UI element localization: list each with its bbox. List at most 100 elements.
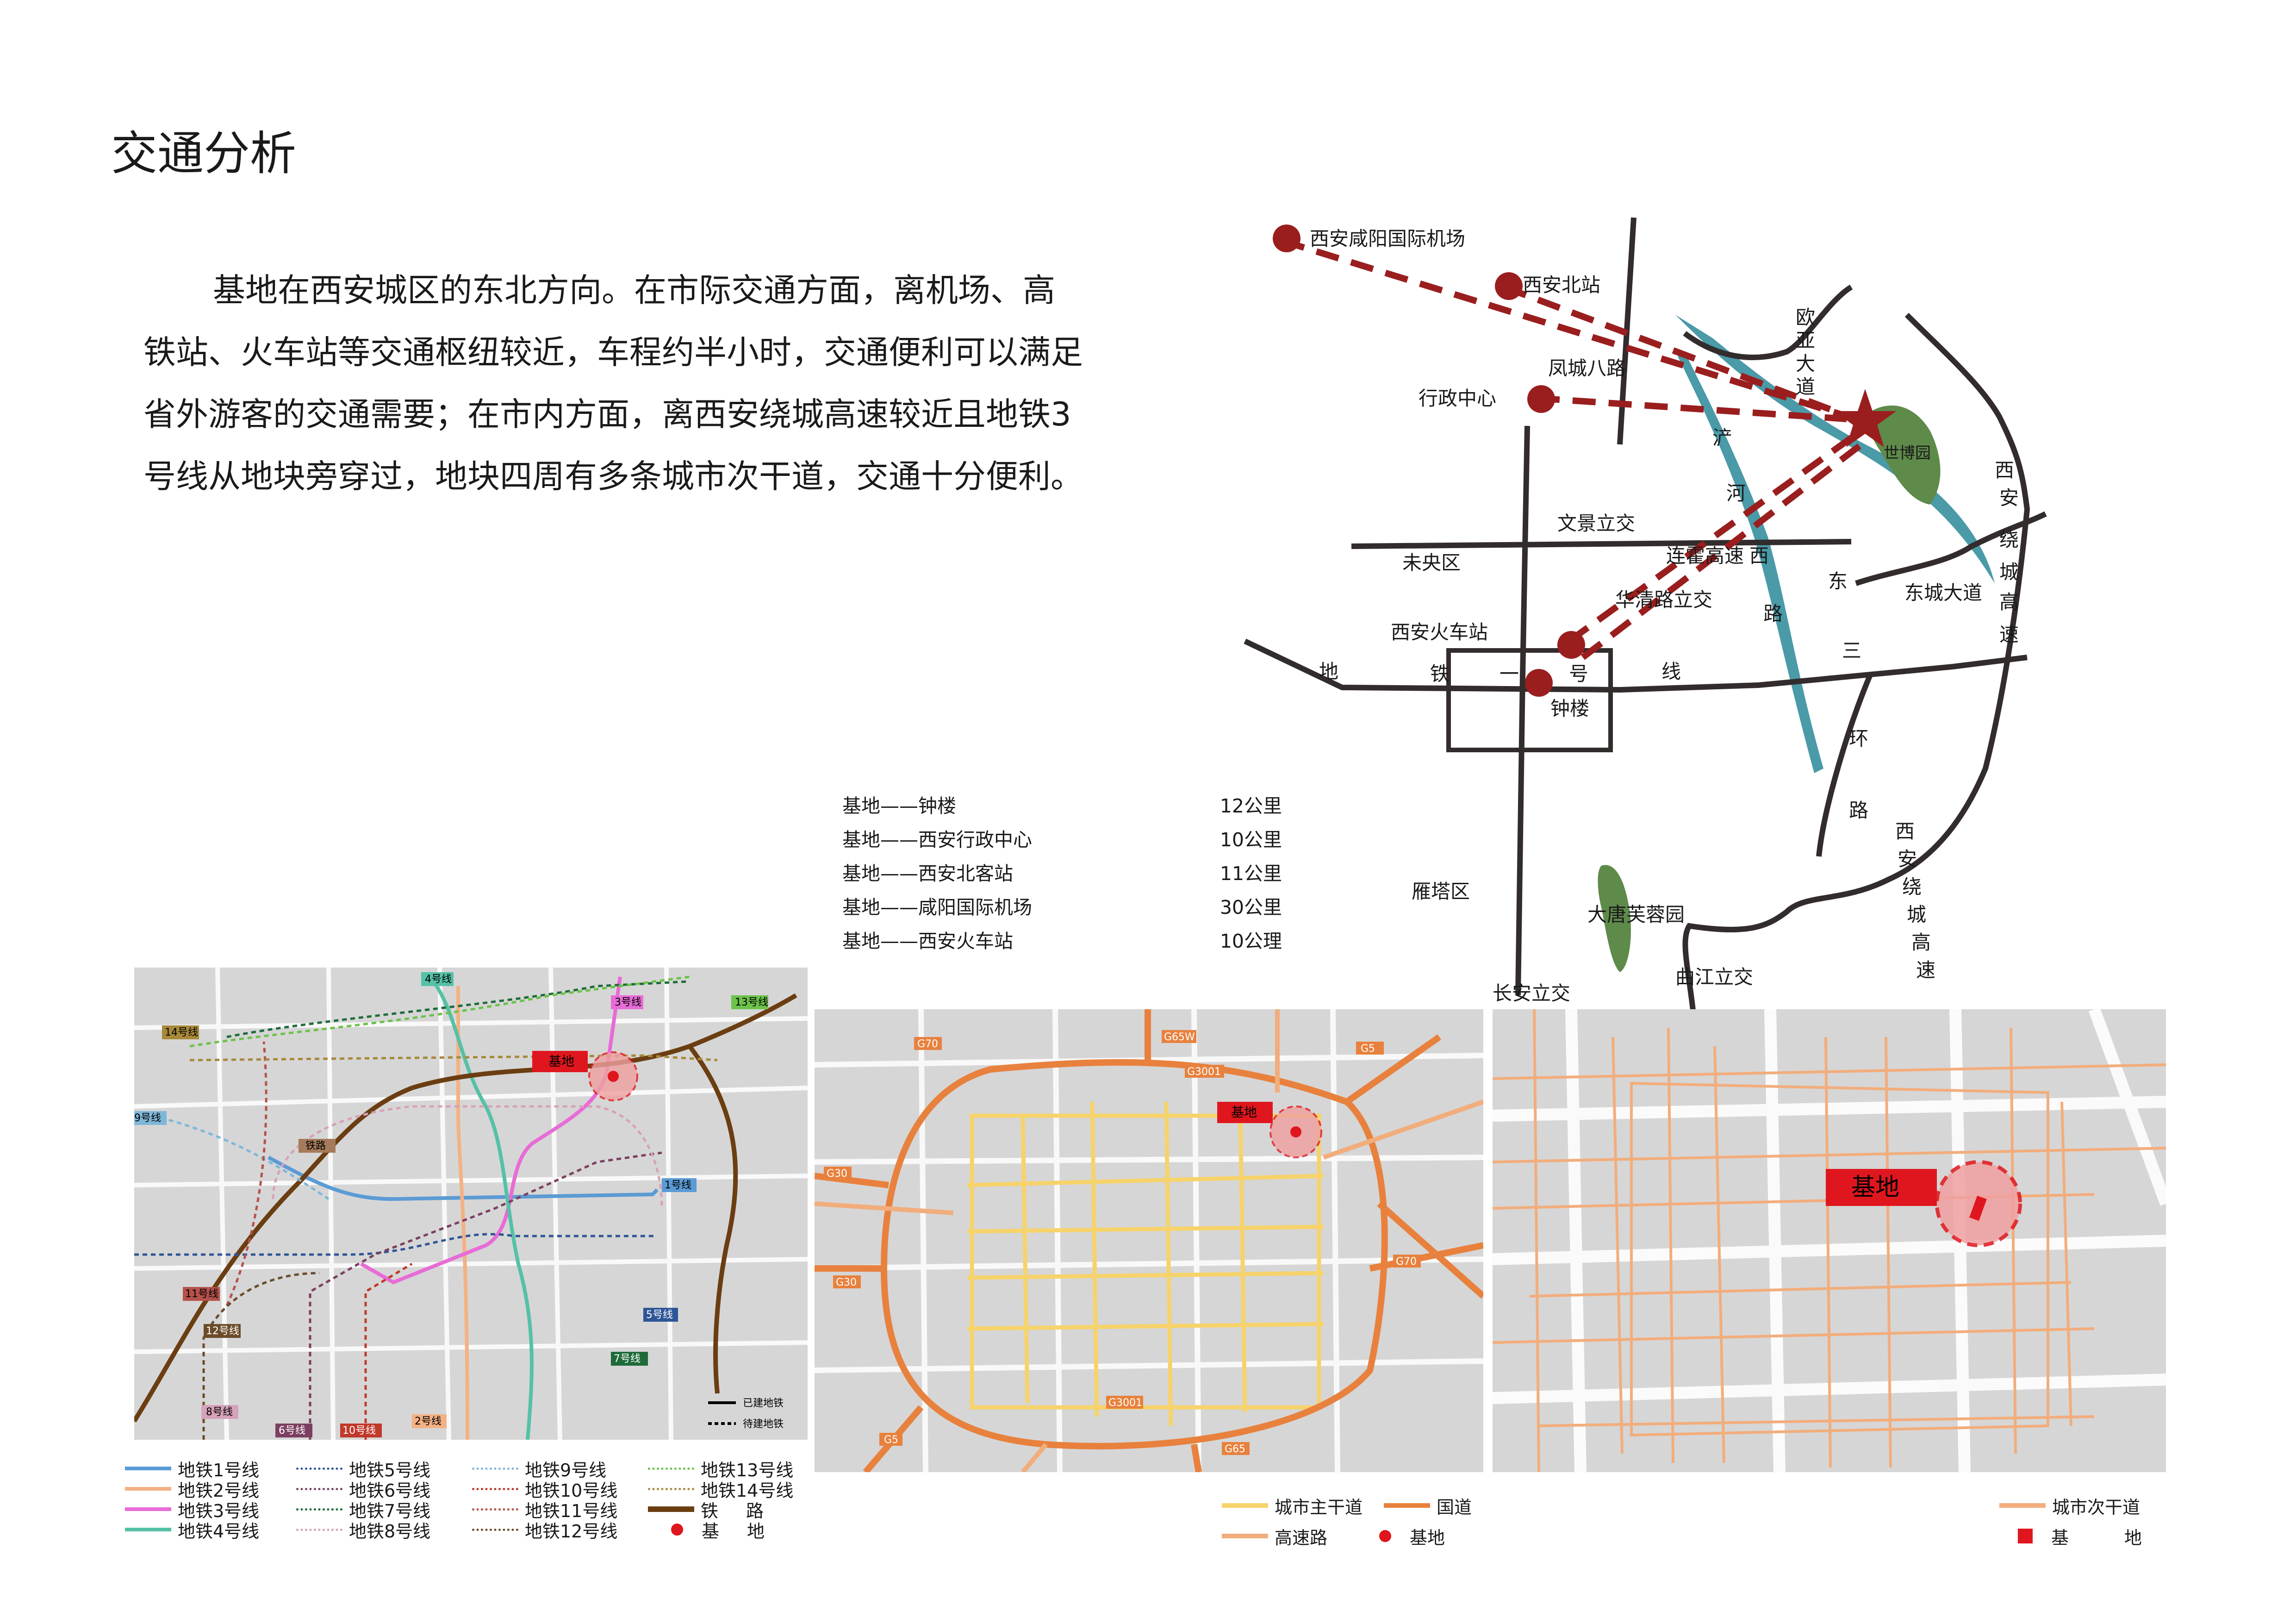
site-star-icon bbox=[1834, 389, 1896, 447]
route-train-station-a bbox=[1567, 430, 1860, 644]
hub-admin bbox=[1527, 385, 1555, 413]
metro-line-7 bbox=[226, 980, 690, 1038]
road-ouya bbox=[1683, 284, 1853, 360]
distance-value: 12公里 bbox=[1220, 794, 1282, 817]
ring-right-char: 速 bbox=[1999, 623, 2019, 646]
ring-bottom-char: 绕 bbox=[1902, 875, 1922, 898]
legend-item: 地铁5号线 bbox=[296, 1458, 430, 1480]
site-dot bbox=[608, 1071, 619, 1082]
chan-char: 西 bbox=[1749, 544, 1769, 567]
metro-char: 地 bbox=[1319, 660, 1338, 683]
label-train-station: 西安火车站 bbox=[1391, 621, 1488, 643]
road-shield: G70 bbox=[1396, 1256, 1417, 1268]
route-north-station bbox=[1503, 284, 1857, 422]
ring-bottom-char: 西 bbox=[1895, 820, 1915, 843]
ring-right-char: 城 bbox=[1999, 561, 2019, 583]
metro-line-12 bbox=[202, 1272, 320, 1440]
ring-right-char: 西 bbox=[1995, 459, 2014, 481]
site-tag-label: 基地 bbox=[1231, 1105, 1257, 1120]
road-dongcheng bbox=[1855, 511, 2047, 586]
hub-airport bbox=[1273, 225, 1300, 252]
legend-item: 地铁2号线 bbox=[125, 1479, 259, 1501]
ring-bottom-char: 速 bbox=[1916, 959, 1935, 981]
line-tag: 9号线 bbox=[134, 1112, 161, 1124]
ouya-char: 欧 bbox=[1796, 306, 1815, 329]
label-qujiang: 曲江立交 bbox=[1675, 966, 1753, 988]
road-shield: G65W bbox=[1164, 1031, 1195, 1043]
line-tag: 14号线 bbox=[165, 1027, 198, 1038]
legend-item: 铁路 bbox=[648, 1499, 791, 1521]
metro-legend: 地铁1号线 地铁2号线 地铁3号线 地铁4号线 地铁5号线 地铁6号线 地铁7号… bbox=[125, 1458, 810, 1546]
label-admin: 行政中心 bbox=[1419, 387, 1496, 410]
label-expo: 世博园 bbox=[1884, 444, 1931, 462]
east-third-char: 路 bbox=[1849, 799, 1868, 822]
road-shield: G30 bbox=[827, 1168, 847, 1180]
river-branch bbox=[1678, 352, 1823, 773]
line-tag: 2号线 bbox=[415, 1416, 442, 1427]
legend-item: 地铁10号线 bbox=[472, 1479, 617, 1501]
label-huaqing: 华清路立交 bbox=[1615, 588, 1712, 611]
legend-item: 基地 bbox=[1356, 1526, 1445, 1548]
metro-line-11 bbox=[225, 1041, 268, 1306]
label-weiyang: 未央区 bbox=[1402, 551, 1461, 574]
distance-route: 基地——钟楼 bbox=[842, 794, 956, 817]
chan-char: 路 bbox=[1763, 602, 1783, 625]
line-tag: 铁路 bbox=[305, 1140, 326, 1152]
legend-item: 基地 bbox=[648, 1519, 792, 1542]
site-tag bbox=[1217, 1102, 1273, 1123]
ring-right-char: 高 bbox=[1999, 591, 2019, 613]
legend-item: 地铁11号线 bbox=[472, 1499, 617, 1521]
metro-char: 线 bbox=[1661, 660, 1681, 683]
road-map: G70 G65W G3001 G5 G30 G70 G30 G3001 G5 G… bbox=[815, 1009, 1483, 1472]
label-yanta: 雁塔区 bbox=[1412, 880, 1470, 903]
distance-row: 基地——钟楼 12公里 bbox=[842, 787, 1282, 821]
metro-char: 铁 bbox=[1430, 662, 1450, 685]
legend-item: 地铁12号线 bbox=[472, 1519, 617, 1542]
metro-line-8 bbox=[272, 1105, 663, 1209]
road-legend: 城市主干道 国道 高速路 基地 bbox=[1222, 1495, 1481, 1548]
inner-city-box bbox=[1446, 648, 1613, 752]
metro-line-6 bbox=[309, 1151, 662, 1440]
label-dongcheng: 东城大道 bbox=[1904, 581, 1982, 604]
road-shield: G3001 bbox=[1108, 1397, 1142, 1409]
site-dot bbox=[1290, 1126, 1301, 1137]
metro-char: 一 bbox=[1500, 662, 1519, 685]
transport-diagram: 西安咸阳国际机场 西安北站 凤城八路 行政中心 文景立交 未央区 连霍高速 华清… bbox=[1244, 217, 2047, 1009]
route-airport bbox=[1281, 237, 1857, 422]
hub-bell-tower bbox=[1525, 669, 1553, 697]
ring-right-char: 绕 bbox=[1999, 528, 2019, 551]
label-bell-tower: 钟楼 bbox=[1550, 697, 1589, 720]
hub-north-station bbox=[1495, 272, 1523, 300]
legend-item: 城市次干道 bbox=[1999, 1495, 2140, 1518]
legend-item: 地铁13号线 bbox=[648, 1458, 793, 1480]
site-tag bbox=[1826, 1169, 1937, 1206]
key-built: 已建地铁 bbox=[743, 1398, 784, 1409]
label-fengcheng: 凤城八路 bbox=[1548, 357, 1626, 380]
route-train-station-b bbox=[1580, 437, 1870, 660]
road-north-south bbox=[1515, 425, 1530, 996]
legend-item: 国道 bbox=[1384, 1495, 1472, 1518]
legend-item: 地铁8号线 bbox=[296, 1519, 430, 1542]
legend-item: 高速路 bbox=[1222, 1526, 1327, 1548]
chan-char: 浐 bbox=[1712, 426, 1732, 449]
metro-line-2 bbox=[456, 986, 469, 1440]
distance-route: 基地——咸阳国际机场 bbox=[842, 896, 1032, 918]
key-planned: 待建地铁 bbox=[743, 1418, 784, 1430]
ouya-char: 大 bbox=[1796, 352, 1815, 375]
metro-line-10 bbox=[364, 1262, 413, 1440]
line-tag: 10号线 bbox=[342, 1425, 376, 1437]
metro-line-4 bbox=[429, 975, 534, 1440]
metro-map: 基地 13号线 3号线 4号线 14号线 9号线 1号线 5号线 7号线 11号… bbox=[134, 968, 808, 1440]
site-tag bbox=[532, 1051, 588, 1072]
road-shield: G3001 bbox=[1187, 1066, 1221, 1078]
legend-item: 地铁14号线 bbox=[648, 1479, 793, 1501]
east-third-char: 东 bbox=[1828, 570, 1848, 593]
legend-item: 地铁6号线 bbox=[296, 1479, 430, 1501]
metro-line-3 bbox=[360, 976, 622, 1285]
street-legend: 城市次干道 基地 bbox=[1999, 1495, 2194, 1548]
line-tag: 8号线 bbox=[206, 1406, 233, 1418]
metro-char: 号 bbox=[1569, 662, 1588, 685]
